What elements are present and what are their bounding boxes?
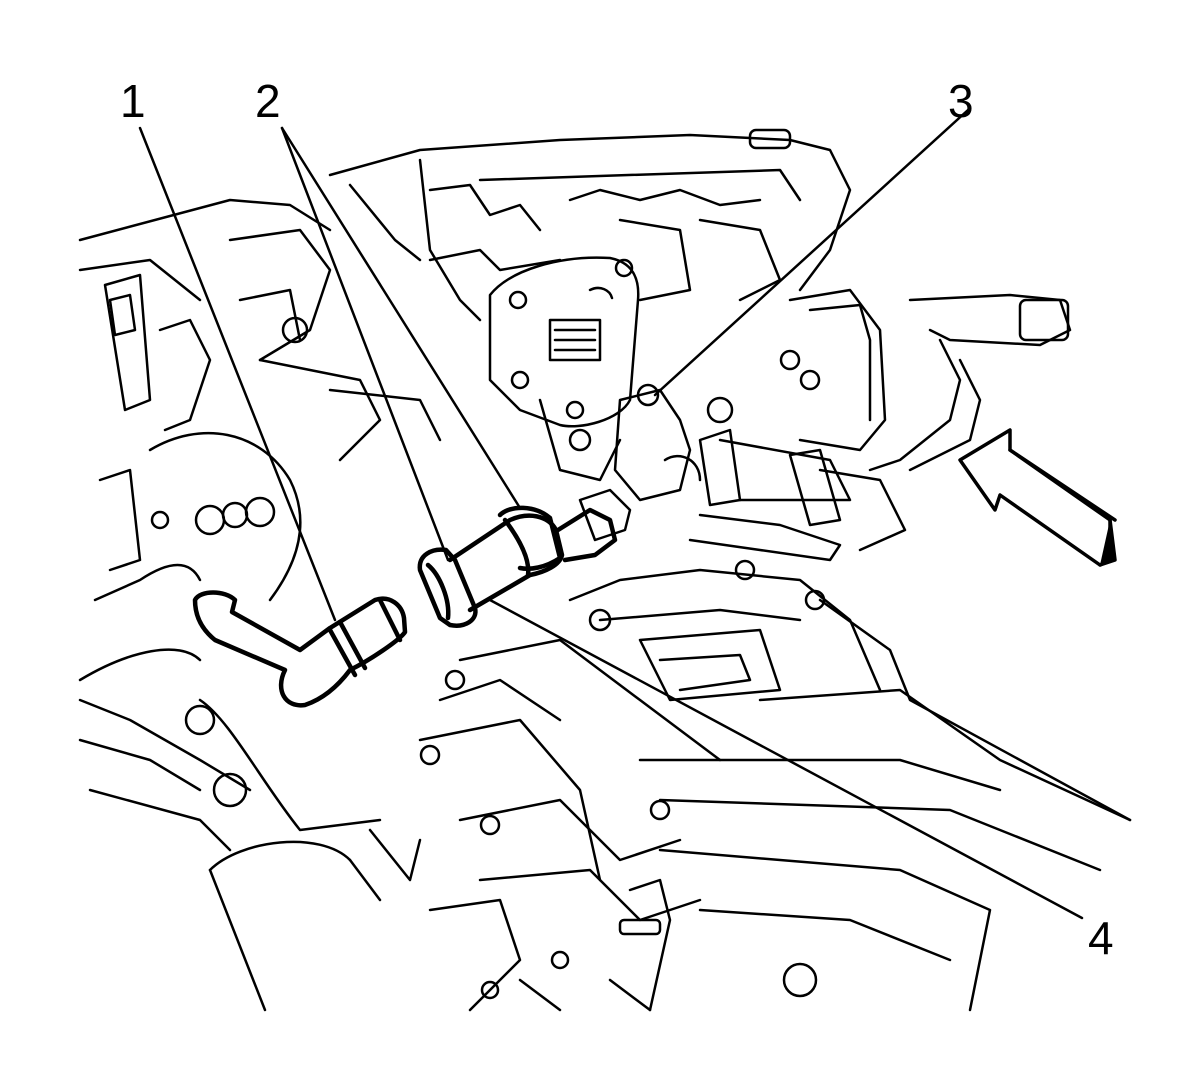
leader-line-2b [280, 126, 522, 510]
coolant-outlet-and-hoses [578, 288, 1072, 562]
vacuum-pump-cover [488, 256, 640, 482]
leader-line-2a [280, 126, 450, 562]
callout-number-4: 4 [1088, 912, 1114, 964]
callout-number-3: 3 [948, 75, 974, 127]
leader-lines [138, 108, 1084, 920]
callout-number-2: 2 [255, 75, 281, 127]
view-direction-arrow [958, 428, 1117, 567]
hose-clamp-and-coupler [417, 505, 618, 628]
leader-line-3 [653, 108, 970, 397]
leader-line-4 [488, 598, 1084, 920]
callout-number-1: 1 [120, 75, 146, 127]
heater-hose [192, 590, 408, 708]
engine-block-outline [78, 128, 1132, 1012]
leader-line-1 [138, 126, 337, 622]
